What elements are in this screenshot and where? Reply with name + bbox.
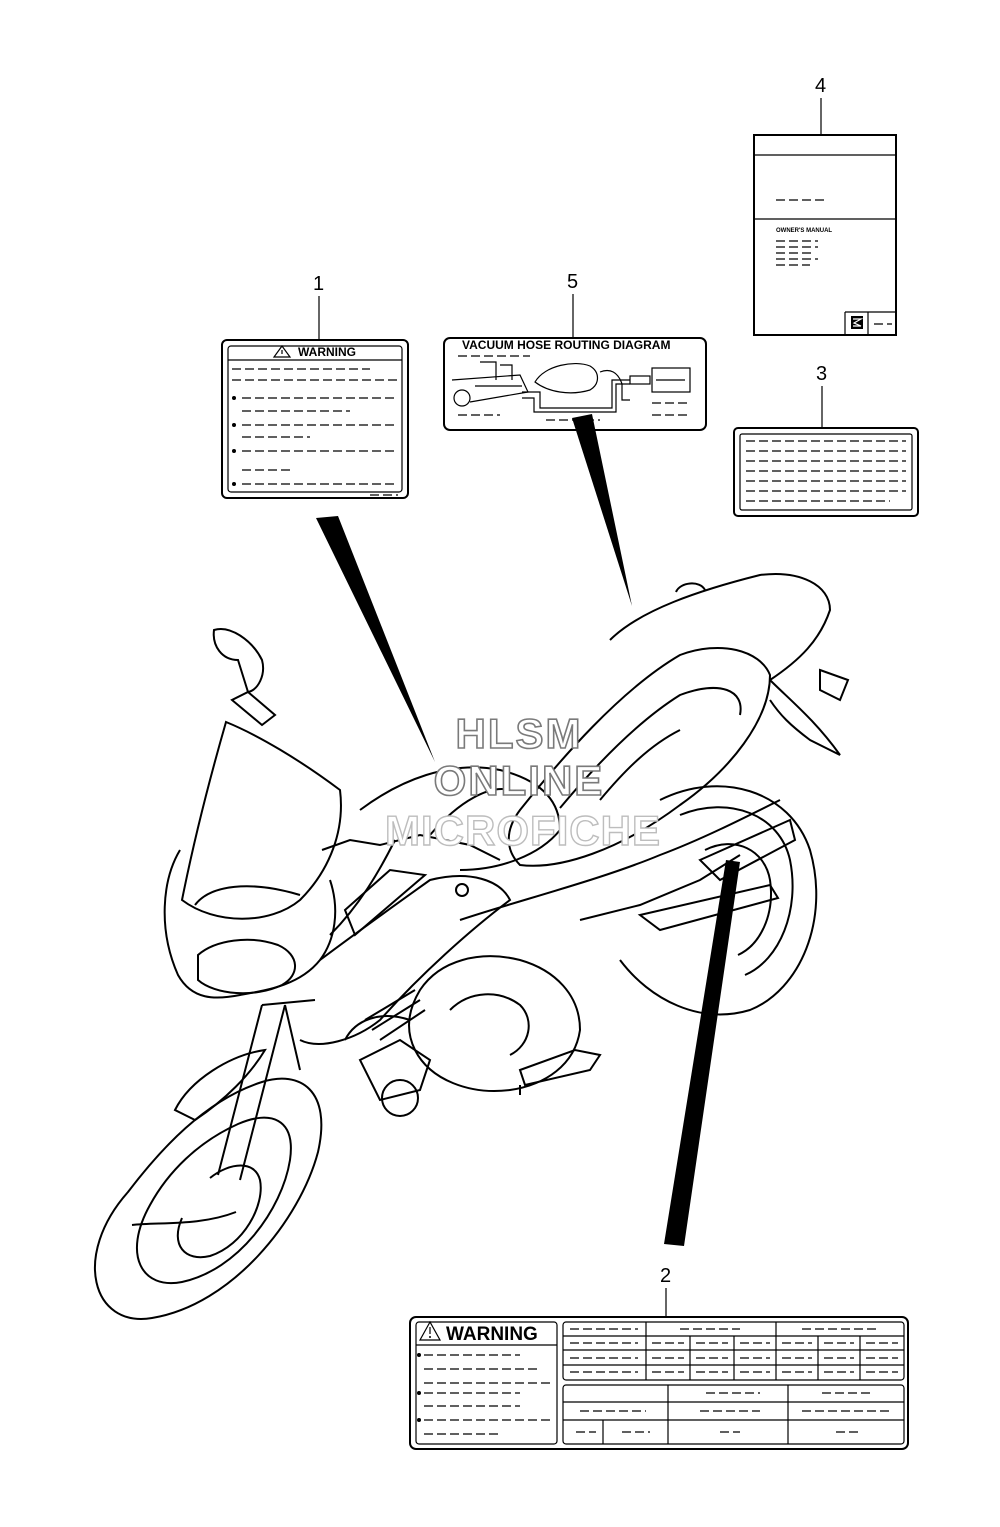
callout-2-group: 2: [660, 1265, 671, 1317]
pointer-5: [572, 414, 632, 606]
watermark: HLSM ONLINE MICROFICHE: [384, 709, 661, 855]
suzuki-logo-icon: [851, 316, 864, 329]
callout-number-5: 5: [567, 271, 578, 293]
pointer-2: [664, 860, 740, 1246]
watermark-line-2: ONLINE: [434, 757, 605, 804]
label-2-warning: WARNING: [409, 1316, 909, 1450]
label-4-owners-manual: OWNER'S MANUAL: [753, 134, 897, 336]
label-1-warning: WARNING: [221, 339, 409, 499]
callout-number-1: 1: [313, 273, 324, 295]
label-4-manual-title: OWNER'S MANUAL: [776, 228, 832, 234]
callout-3-group: 3: [816, 363, 827, 428]
pointer-wedges: [316, 414, 740, 1246]
watermark-line-1: HLSM: [456, 710, 583, 757]
label-1-title: WARNING: [298, 345, 356, 359]
callout-number-2: 2: [660, 1265, 671, 1287]
label-5-title: VACUUM HOSE ROUTING DIAGRAM: [462, 338, 670, 352]
callout-number-3: 3: [816, 363, 827, 385]
label-2-title: WARNING: [446, 1324, 538, 1345]
callout-4-group: 4: [815, 75, 826, 135]
throttle-body-sketch: [451, 361, 529, 407]
fuel-tank-sketch: [534, 363, 599, 394]
callout-number-4: 4: [815, 75, 826, 97]
hose-route-sketch: [522, 367, 691, 413]
watermark-line-3: MICROFICHE: [385, 807, 661, 854]
label-5-vacuum-hose: VACUUM HOSE ROUTING DIAGRAM: [443, 337, 707, 431]
callout-5-group: 5: [567, 271, 578, 338]
callout-1-group: 1: [313, 273, 324, 340]
motorcycle-drawing: [93, 573, 850, 1320]
warning-triangle-icon: [418, 1320, 442, 1341]
pointer-1: [316, 516, 435, 762]
label-3-plate: [733, 427, 919, 517]
warning-triangle-icon: [272, 344, 292, 358]
